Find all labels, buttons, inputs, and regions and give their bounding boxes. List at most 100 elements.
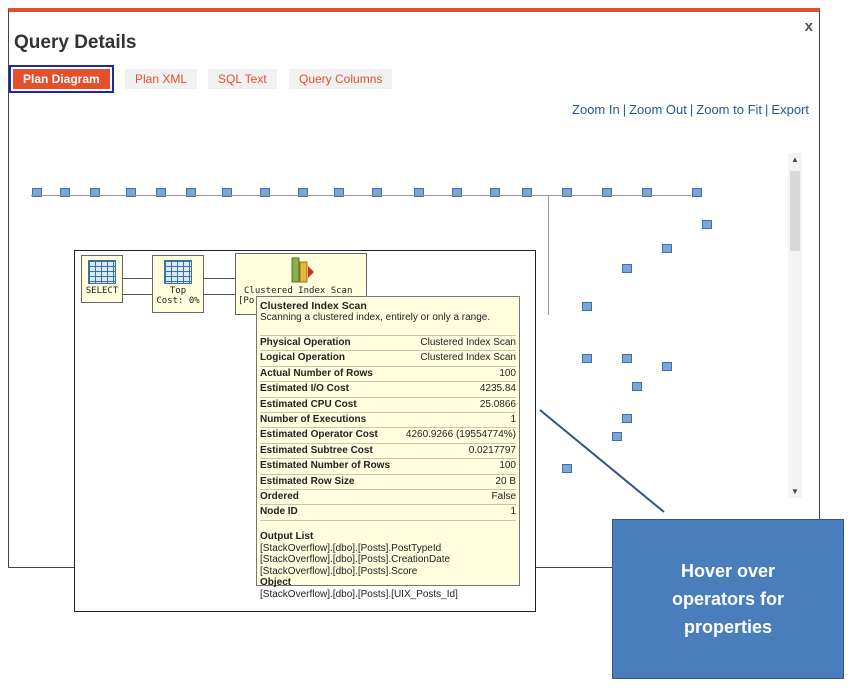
property-value: 4235.84 — [479, 383, 516, 395]
plan-operator-node[interactable] — [51, 188, 79, 197]
plan-operator-node[interactable] — [693, 220, 721, 229]
property-label: Estimated Subtree Cost — [260, 444, 373, 456]
zoom-in-link[interactable]: Zoom In — [572, 102, 620, 117]
operator-icon — [602, 188, 612, 197]
plan-operator-node[interactable] — [177, 188, 205, 197]
plan-operator-node[interactable] — [81, 188, 109, 197]
plan-operator-node[interactable] — [653, 244, 681, 253]
connector-line — [203, 278, 235, 279]
plan-operator-node[interactable] — [147, 188, 175, 197]
object-label: Object — [260, 577, 292, 589]
operator-icon — [622, 354, 632, 363]
plan-operator-node[interactable] — [553, 188, 581, 197]
zoom-to-fit-link[interactable]: Zoom to Fit — [696, 102, 763, 117]
plan-operator-node[interactable] — [289, 188, 317, 197]
plan-operator-node[interactable] — [613, 414, 641, 423]
plan-operator-node[interactable] — [481, 188, 509, 197]
operator-icon — [60, 188, 70, 197]
plan-operator-node[interactable] — [603, 432, 631, 441]
output-list-item: [StackOverflow].[dbo].[Posts].Score — [260, 565, 418, 577]
toolbar-separator: | — [622, 102, 627, 117]
plan-connector-line — [31, 195, 691, 196]
plan-operator-node[interactable] — [653, 362, 681, 371]
plan-operator-node[interactable] — [23, 188, 51, 197]
plan-operator-node[interactable] — [613, 354, 641, 363]
plan-operator-node[interactable] — [117, 188, 145, 197]
top-operator-cost: Cost: 0% — [156, 296, 200, 306]
plan-operator-node[interactable] — [405, 188, 433, 197]
property-label: Logical Operation — [260, 352, 346, 364]
scroll-thumb[interactable] — [790, 171, 800, 251]
operator-icon — [222, 188, 232, 197]
connector-line — [122, 278, 152, 279]
property-label: Number of Executions — [260, 413, 367, 425]
plan-operator-node[interactable] — [573, 354, 601, 363]
select-operator-label: SELECT — [85, 286, 119, 296]
tab-sql-text[interactable]: SQL Text — [208, 69, 277, 89]
operator-icon — [260, 188, 270, 197]
export-link[interactable]: Export — [771, 102, 809, 117]
property-value: 100 — [499, 367, 516, 379]
operator-icon — [334, 188, 344, 197]
property-value: 4260.9266 (19554774%) — [405, 429, 516, 441]
plan-operator-node[interactable] — [251, 188, 279, 197]
close-button[interactable]: x — [804, 18, 813, 35]
property-label: Node ID — [260, 506, 298, 518]
property-value: Clustered Index Scan — [420, 352, 516, 364]
property-label: Physical Operation — [260, 337, 351, 348]
select-operator[interactable]: SELECT — [81, 255, 123, 303]
zoom-out-link[interactable]: Zoom Out — [629, 102, 687, 117]
connector-line — [203, 294, 235, 295]
property-value: False — [491, 490, 516, 502]
operator-icon — [186, 188, 196, 197]
vertical-scrollbar[interactable]: ▲ ▼ — [788, 153, 802, 498]
plan-operator-node[interactable] — [623, 382, 651, 391]
operator-icon — [452, 188, 462, 197]
output-list-item: [StackOverflow].[dbo].[Posts].PostTypeId — [260, 542, 442, 554]
property-label: Estimated Number of Rows — [260, 460, 391, 472]
plan-operator-node[interactable] — [553, 464, 581, 473]
operator-icon — [562, 188, 572, 197]
output-list-item: [StackOverflow].[dbo].[Posts].CreationDa… — [260, 554, 451, 566]
plan-operator-node[interactable] — [593, 188, 621, 197]
operator-icon — [692, 188, 702, 197]
operator-icon — [32, 188, 42, 197]
plan-operator-node[interactable] — [213, 188, 241, 197]
tooltip-description: Scanning a clustered index, entirely or … — [260, 312, 491, 323]
plan-operator-node[interactable] — [325, 188, 353, 197]
toolbar-separator: | — [689, 102, 694, 117]
plan-connector-line — [548, 195, 549, 315]
object-value: [StackOverflow].[dbo].[Posts].[UIX_Posts… — [260, 589, 458, 601]
plan-operator-node[interactable] — [613, 264, 641, 273]
property-label: Estimated I/O Cost — [260, 383, 349, 395]
top-operator[interactable]: Top Cost: 0% — [152, 255, 204, 313]
top-icon — [164, 260, 192, 284]
operator-icon — [562, 464, 572, 473]
top-operator-label: Top — [169, 286, 187, 296]
property-label: Actual Number of Rows — [260, 367, 373, 379]
plan-operator-node[interactable] — [513, 188, 541, 197]
plan-operator-node[interactable] — [573, 302, 601, 311]
tab-plan-xml[interactable]: Plan XML — [125, 69, 198, 89]
tab-plan-diagram[interactable]: Plan Diagram — [9, 65, 114, 93]
tab-query-columns[interactable]: Query Columns — [289, 69, 393, 89]
dialog-title: Query Details — [14, 32, 137, 53]
property-row: Estimated I/O Cost 4235.84 — [260, 381, 516, 396]
plan-operator-node[interactable] — [683, 188, 711, 197]
plan-operator-node[interactable] — [633, 188, 661, 197]
scroll-up-icon[interactable]: ▲ — [791, 155, 799, 164]
zoomed-plan-view: SELECT Top Cost: 0% Clustered Index Scan… — [74, 250, 536, 612]
scroll-down-icon[interactable]: ▼ — [791, 487, 799, 496]
plan-operator-node[interactable] — [363, 188, 391, 197]
callout-text: Hover over operators for properties — [671, 561, 785, 637]
plan-operator-node[interactable] — [443, 188, 471, 197]
operator-icon — [582, 354, 592, 363]
property-value: 0.0217797 — [468, 444, 516, 456]
operator-icon — [622, 414, 632, 423]
